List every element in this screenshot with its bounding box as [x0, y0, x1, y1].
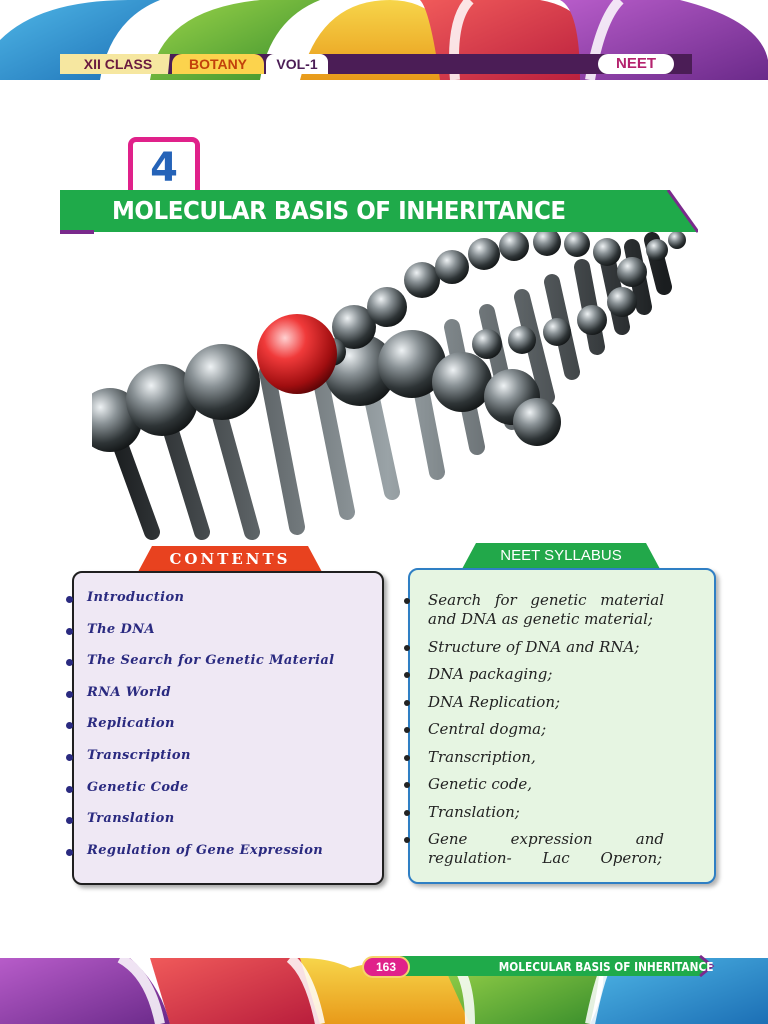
syllabus-item-label: Search for genetic material and DNA as g…: [428, 591, 664, 628]
list-item: Structure of DNA and RNA;: [404, 638, 664, 657]
bullet-icon: [404, 837, 410, 843]
bottom-banner: [0, 944, 768, 1024]
list-item: DNA packaging;: [404, 665, 664, 684]
list-item: Translation: [66, 811, 386, 843]
bullet-icon: [404, 699, 410, 706]
contents-item-label: Introduction: [87, 590, 185, 605]
bullet-icon: [66, 722, 73, 730]
bullet-icon: [66, 627, 73, 635]
syllabus-item-label: Transcription,: [428, 747, 536, 766]
list-item: Replication: [66, 716, 386, 748]
bullet-icon: [66, 817, 73, 825]
exam-label: NEET: [598, 54, 674, 74]
bullet-icon: [404, 672, 410, 678]
syllabus-item-label: Translation;: [428, 802, 520, 821]
syllabus-item-label: DNA packaging;: [428, 665, 553, 683]
chapter-number: 4: [150, 145, 178, 191]
contents-item-label: RNA World: [87, 684, 171, 700]
list-item: Regulation of Gene Expression: [66, 843, 386, 875]
contents-item-label: Translation: [87, 811, 175, 827]
list-item: RNA World: [66, 685, 386, 717]
list-item: The Search for Genetic Material: [66, 653, 386, 685]
syllabus-item-label: Structure of DNA and RNA;: [428, 637, 640, 656]
bullet-icon: [66, 596, 73, 603]
list-item: DNA Replication;: [404, 693, 664, 712]
dna-spheres: [92, 232, 686, 452]
footer-chapter-title: MOLECULAR BASIS OF INHERITANCE: [498, 960, 714, 974]
contents-item-label: Transcription: [87, 747, 191, 763]
bullet-icon: [404, 727, 410, 733]
bullet-icon: [66, 753, 73, 761]
list-item: The DNA: [66, 622, 386, 654]
bullet-icon: [404, 782, 410, 788]
list-item: Transcription: [66, 748, 386, 780]
contents-list: Introduction The DNA The Search for Gene…: [66, 590, 386, 874]
contents-box: [72, 571, 384, 885]
bullet-icon: [404, 809, 410, 816]
syllabus-item-label: DNA Replication;: [428, 692, 561, 711]
contents-item-label: Replication: [87, 716, 175, 732]
bullet-icon: [404, 598, 410, 604]
contents-tab: [138, 546, 322, 572]
bullet-icon: [66, 690, 73, 698]
highlighted-red-sphere: [257, 314, 337, 394]
syllabus-list: Search for genetic material and DNA as g…: [404, 591, 664, 877]
class-label: XII CLASS: [83, 56, 153, 72]
syllabus-item-label: Genetic code,: [428, 775, 533, 793]
header-strip: XII CLASS BOTANY VOL-1 NEET: [60, 54, 692, 74]
list-item: Gene expression and regulation- Lac Oper…: [404, 830, 664, 868]
syllabus-heading: NEET SYLLABUS: [500, 547, 622, 564]
syllabus-item-label: Gene expression and regulation- Lac Oper…: [428, 830, 664, 867]
bullet-icon: [66, 848, 73, 856]
volume-label: VOL-1: [266, 54, 328, 74]
list-item: Genetic code,: [404, 775, 664, 794]
contents-item-label: The DNA: [87, 621, 155, 637]
page-number-badge: 163: [362, 956, 410, 978]
chapter-title: MOLECULAR BASIS OF INHERITANCE: [112, 196, 566, 225]
syllabus-tab: [462, 543, 660, 569]
contents-item-label: Genetic Code: [87, 779, 189, 795]
syllabus-item-label: Central dogma;: [428, 720, 547, 738]
list-item: Transcription,: [404, 748, 664, 767]
bullet-icon: [404, 644, 410, 651]
bullet-icon: [66, 785, 73, 793]
bottom-banner-arcs: [0, 953, 768, 1024]
list-item: Introduction: [66, 590, 386, 622]
list-item: Translation;: [404, 803, 664, 822]
contents-item-label: Regulation of Gene Expression: [87, 842, 324, 858]
chapter-number-box: 4: [128, 137, 200, 195]
contents-item-label: The Search for Genetic Material: [87, 653, 335, 669]
bullet-icon: [66, 659, 73, 667]
bullet-icon: [404, 754, 410, 761]
chapter-title-bar: [60, 190, 698, 234]
syllabus-box: [408, 568, 716, 884]
list-item: Central dogma;: [404, 720, 664, 739]
list-item: Genetic Code: [66, 780, 386, 812]
dna-helix-illustration: [92, 232, 686, 540]
subject-label: BOTANY: [172, 54, 264, 74]
contents-heading: CONTENTS: [169, 550, 291, 568]
list-item: Search for genetic material and DNA as g…: [404, 591, 664, 629]
